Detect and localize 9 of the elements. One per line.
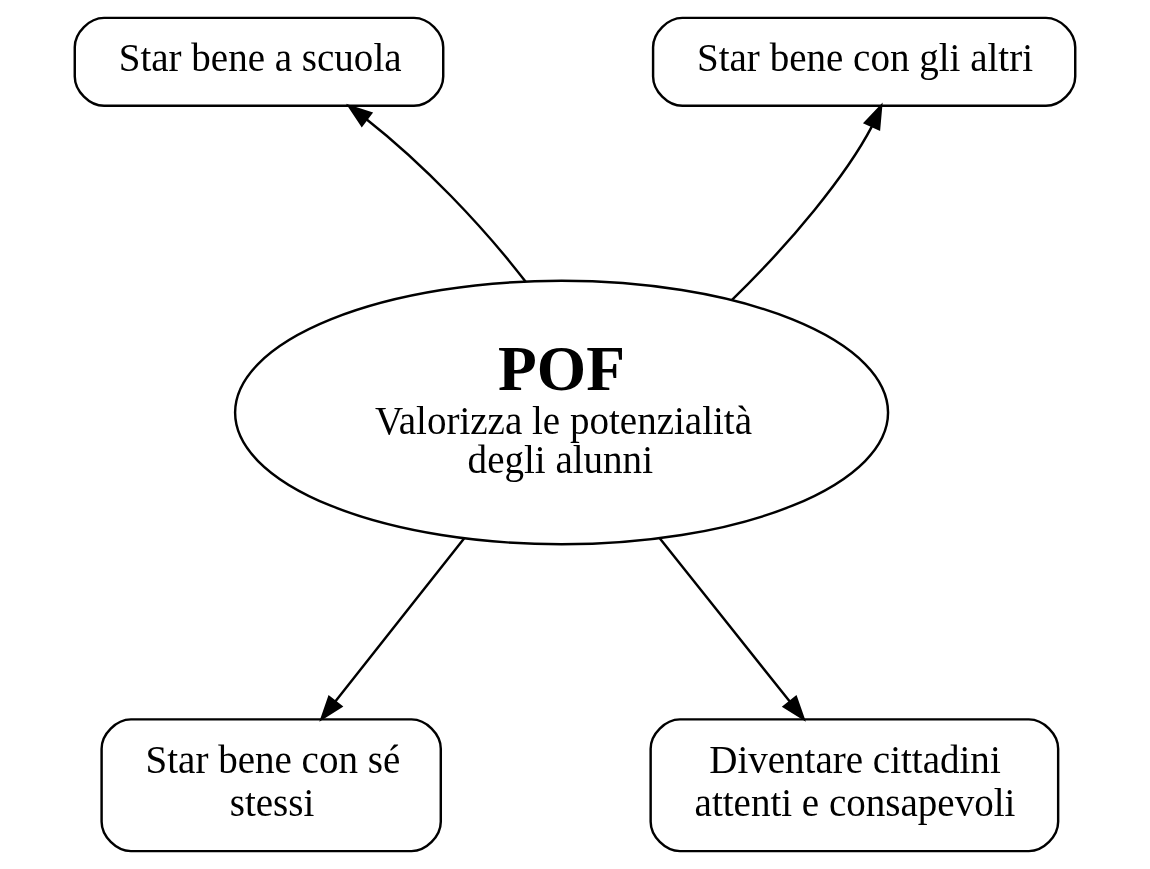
node-box: Diventare cittadini attenti e consapevoli [649, 718, 1060, 853]
arrow [346, 103, 527, 283]
node-box: Star bene con sé stessi [100, 718, 442, 853]
arrow [730, 102, 883, 301]
node-ellipse: POF Valorizza le potenzialità degli alunni [233, 279, 890, 546]
node-box: Star bene con gli altri [651, 16, 1077, 107]
node-box: Star bene a scuola [73, 16, 445, 107]
arrow [319, 537, 466, 722]
arrow [658, 537, 806, 722]
